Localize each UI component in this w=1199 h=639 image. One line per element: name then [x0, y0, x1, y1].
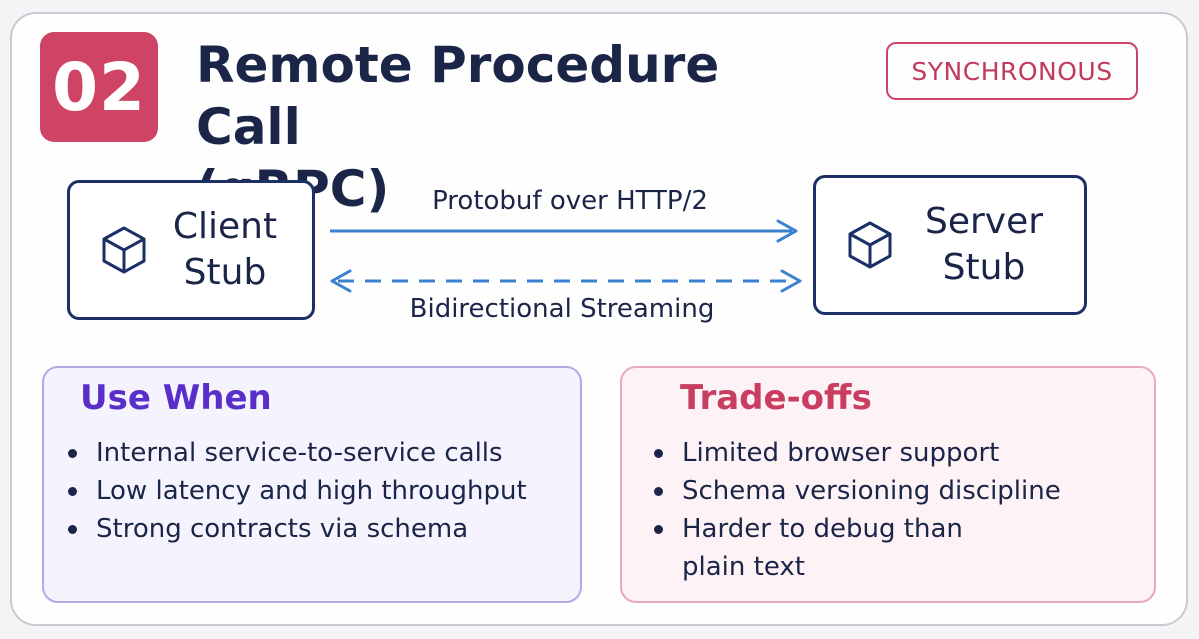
use-when-title: Use When — [80, 378, 272, 418]
cube-icon — [102, 226, 146, 274]
bullet — [68, 525, 77, 534]
list-item: Low latency and high throughput — [66, 472, 560, 510]
list-item-text: Internal service-to-service calls — [96, 438, 503, 468]
synchronous-tag: SYNCHRONOUS — [886, 42, 1138, 100]
section-number-badge: 02 — [40, 32, 158, 142]
client-stub-label: Client Stub — [152, 204, 312, 296]
bullet — [68, 449, 77, 458]
bullet — [654, 525, 663, 534]
client-stub-line-1: Client — [172, 206, 278, 247]
list-item-text: Schema versioning discipline — [682, 476, 1061, 506]
bullet — [654, 487, 663, 496]
list-item-text: Limited browser support — [682, 438, 1000, 468]
title-line-1: Remote Procedure Call — [196, 36, 720, 156]
bullet — [68, 487, 77, 496]
server-stub-line-1: Server — [924, 201, 1044, 242]
tradeoffs-list: Limited browser support Schema versionin… — [652, 434, 1134, 586]
request-arrow — [330, 219, 798, 243]
client-stub-box: Client Stub — [67, 180, 315, 320]
list-item: Schema versioning discipline — [652, 472, 1134, 510]
list-item-text: Strong contracts via schema — [96, 514, 469, 544]
bullet — [654, 449, 663, 458]
tradeoffs-title: Trade-offs — [680, 378, 872, 418]
list-item: Strong contracts via schema — [66, 510, 560, 548]
list-item: Limited browser support — [652, 434, 1134, 472]
use-when-panel: Use When Internal service-to-service cal… — [42, 366, 582, 603]
list-item-text: Low latency and high throughput — [96, 476, 527, 506]
cube-icon — [848, 221, 892, 269]
server-stub-label: Server Stub — [898, 199, 1084, 291]
client-stub-line-2: Stub — [183, 252, 267, 293]
streaming-arrow — [330, 269, 802, 293]
section-number: 02 — [52, 48, 146, 126]
list-item: Internal service-to-service calls — [66, 434, 560, 472]
synchronous-tag-label: SYNCHRONOUS — [911, 56, 1113, 86]
list-item-continuation: plain text — [652, 548, 1134, 586]
list-item: Harder to debug than — [652, 510, 1134, 548]
server-stub-line-2: Stub — [942, 247, 1026, 288]
list-item-text: Harder to debug than — [682, 514, 963, 544]
server-stub-box: Server Stub — [813, 175, 1087, 315]
protobuf-label: Protobuf over HTTP/2 — [432, 186, 708, 216]
streaming-label: Bidirectional Streaming — [409, 294, 715, 324]
list-item-text: plain text — [682, 552, 805, 582]
use-when-list: Internal service-to-service calls Low la… — [66, 434, 560, 548]
tradeoffs-panel: Trade-offs Limited browser support Schem… — [620, 366, 1156, 603]
